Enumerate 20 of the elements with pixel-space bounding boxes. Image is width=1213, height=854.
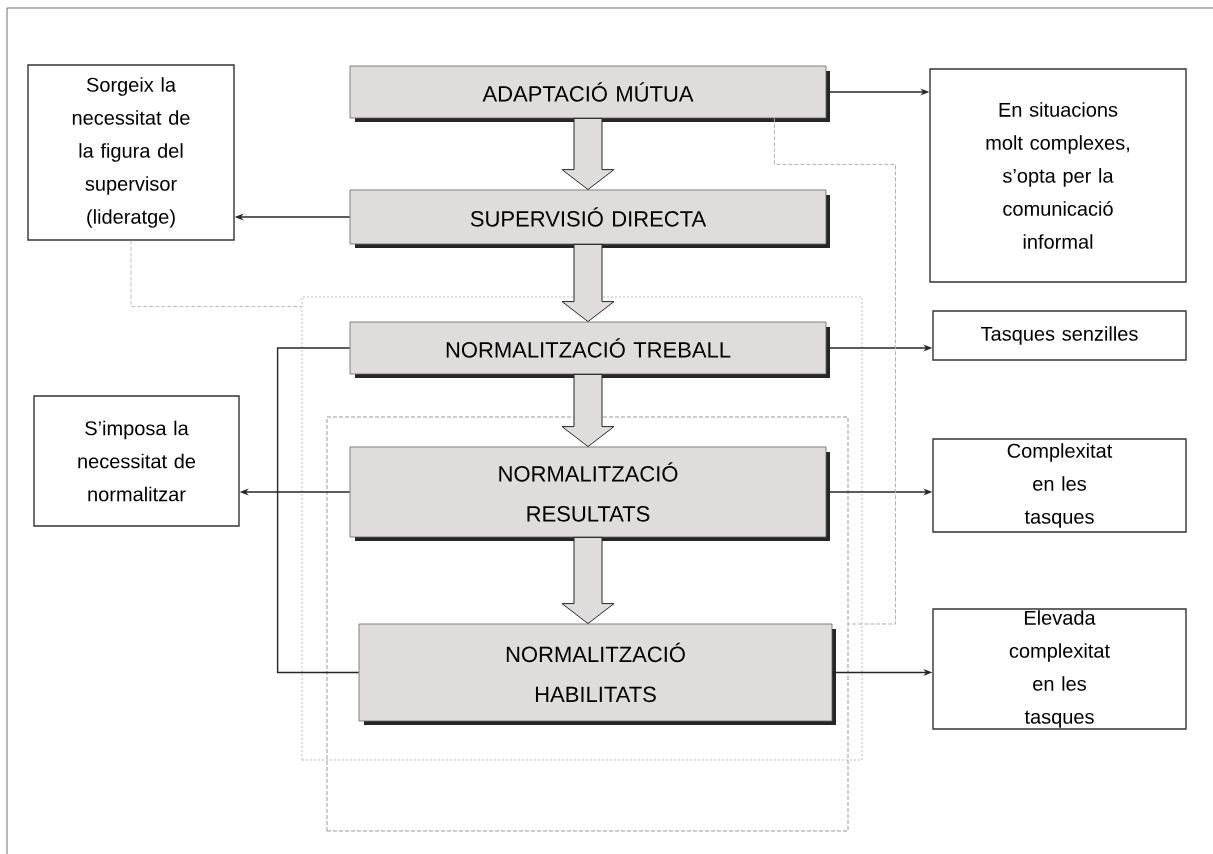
- process-box: NORMALITZACIÓ HABILITATS: [358, 623, 836, 725]
- process-box: SUPERVISIÓ DIRECTA: [349, 189, 830, 248]
- bracket-line: [276, 347, 360, 674]
- process-box: NORMALITZACIÓ TREBALL: [349, 321, 830, 378]
- dashed-connector: [130, 240, 302, 307]
- note-box: Sorgeix la necessitat de la figura del supervisor (lideratge): [27, 64, 235, 241]
- block-arrow: [561, 373, 615, 448]
- block-arrow: [561, 117, 615, 191]
- note-box: S’imposa la necessitat de normalitzar: [33, 395, 240, 527]
- dashed-connector: [773, 117, 896, 625]
- note-box: En situacions molt complexes, s’opta per la comunicació informal: [929, 68, 1187, 283]
- note-box: Complexitat en les tasques: [932, 438, 1187, 533]
- note-box: Elevada complexitat en les tasques: [932, 608, 1187, 730]
- process-box: NORMALITZACIÓ RESULTATS: [349, 446, 830, 541]
- process-box: ADAPTACIÓ MÚTUA: [349, 65, 830, 122]
- note-box: Tasques senzilles: [932, 310, 1187, 361]
- block-arrow: [561, 536, 615, 625]
- dashed-region: [301, 296, 863, 761]
- dashed-region: [326, 416, 849, 832]
- block-arrow: [561, 243, 615, 323]
